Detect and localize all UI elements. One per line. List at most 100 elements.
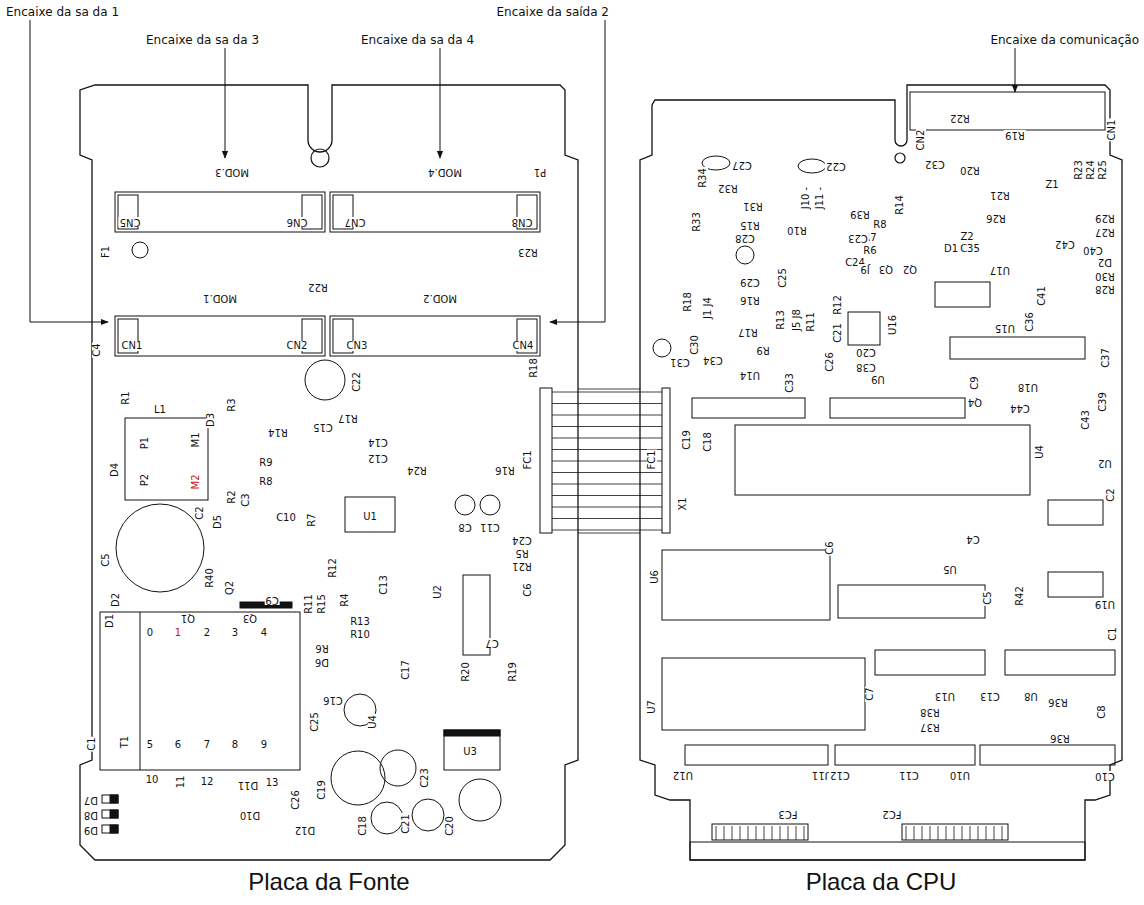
board-outline [640,85,1122,862]
part-label: C36 [1025,311,1035,333]
part-label: C13 [379,574,389,596]
part-label: R14 [267,427,289,437]
part-label: 5 [146,740,154,750]
part-label: Q4 [967,397,983,407]
part-label: 2 [203,628,211,638]
part-label: R12 [328,557,338,579]
part-label: C23 [420,767,430,789]
part-label: R17 [737,327,759,337]
part-label: L1 [153,405,167,415]
part-label: U4 [1035,444,1045,460]
part-label: J5 J8 [792,308,802,332]
part-label: Q3 [878,264,894,274]
part-label: CN7 [344,217,367,227]
part-label: C1 [87,736,97,751]
part-label: C3 [241,492,251,507]
part-label: C5 [983,590,993,605]
part-label: R7 [307,512,317,527]
part-label: U10 [949,770,971,780]
part-label: U17 [989,265,1011,275]
part-label: R29 [1094,213,1116,223]
part-label: R11 [304,593,314,615]
part-label: R13 [349,617,371,627]
part-label: R33 [692,211,702,233]
part-label: C10 [1094,771,1116,781]
part-label: R37 [919,722,941,732]
part-label: R19 [1004,130,1026,140]
part-label: M1 [191,432,201,449]
part-label: C6 [825,540,835,555]
part-label: C43 [1081,409,1091,431]
part-label: C8 [457,522,472,532]
part-label: R20 [959,165,981,175]
part-label: U8 [1023,691,1039,701]
part-label: R21 [511,561,533,571]
part-label: R8 [872,220,887,230]
part-label: R15 [739,220,761,230]
part-label: R42 [1015,585,1025,607]
part-label: D1 [943,244,959,254]
part-label: U2 [433,584,443,600]
part-label: R20 [461,661,471,683]
part-label: D8 [83,810,99,820]
part-label: C39 [1098,391,1108,413]
part-label: 12 [200,777,215,787]
part-label: R10 [349,630,371,640]
part-label: R40 [205,567,215,589]
part-label: R14 [895,194,905,216]
part-label: R36 [1047,697,1069,707]
part-label: R17 [337,413,359,423]
part-label: R10 [786,225,808,235]
part-label: C13 [979,691,1001,701]
part-label: C20 [445,815,455,837]
part-label: C25 [778,267,788,289]
part-label: D6 [314,657,330,667]
part-label: C8 [1097,704,1107,719]
part-label: R27 [1094,227,1116,237]
part-label: C40 [1082,245,1104,255]
part-label: F1 [101,245,111,259]
part-label: C34 [702,355,724,365]
part-label: FC1 [523,449,533,470]
part-label: U2 [1097,458,1113,468]
part-label: D1 [105,613,115,629]
part-label: R3 [227,397,237,412]
part-label: R25 [1098,159,1108,181]
part-label: C22 [352,371,362,393]
part-label: R19 [508,661,518,683]
part-label: C38 [855,362,877,372]
part-label: C12 [367,453,389,463]
part-label: C16 [322,695,344,705]
part-label: 9 [260,740,268,750]
part-label: U5 [942,564,958,574]
part-label: CN4 [512,341,535,351]
part-label: C4 [965,534,980,544]
part-label: C24 [511,535,533,545]
part-label: C1 [1108,626,1118,641]
part-label: D9 [83,825,99,835]
part-label: C6 [523,582,533,597]
part-label: C27 [731,160,753,170]
part-label: D10 [239,810,261,820]
part-label: U1 [362,512,378,522]
part-label: U13 [934,691,956,701]
part-label: 7 [203,740,211,750]
part-label: MOD.2 [422,293,458,303]
part-label: 10 [145,775,160,785]
part-label: C32 [924,159,946,169]
part-label: C5 [101,552,111,567]
part-label: 6 [174,740,182,750]
part-label: C23 [847,233,869,243]
part-label: C31 [669,357,691,367]
part-label: C19 [682,429,692,451]
part-label: C14 [367,437,389,447]
part-label: 8 [231,740,239,750]
part-label: C11 [898,770,920,780]
part-label: P2 [140,473,150,487]
callout-text: Encaixe da sa da 3 [145,34,260,46]
part-label: R6 [314,643,329,653]
part-label: U4 [368,714,378,730]
part-label: R34 [698,167,708,189]
part-label: C17 [401,659,411,681]
